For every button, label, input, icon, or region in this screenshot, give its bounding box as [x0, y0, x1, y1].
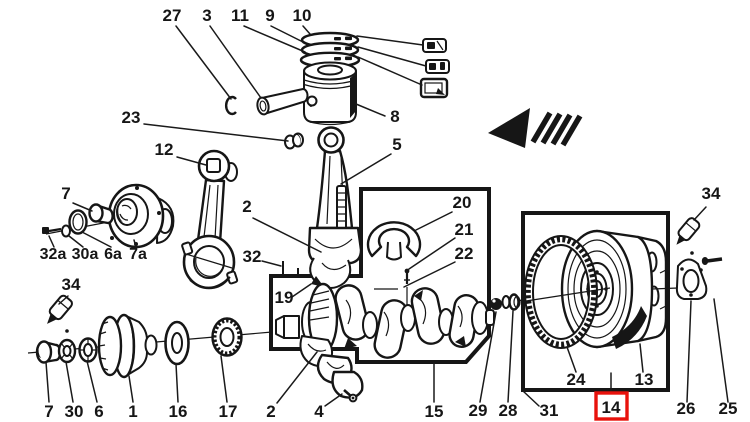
callout-32a: 32a [40, 246, 67, 263]
callout-23: 23 [122, 108, 141, 127]
callout-5: 5 [392, 135, 401, 154]
callout-30: 30 [65, 402, 84, 421]
callout-11: 11 [231, 6, 249, 25]
front-hub-flange [107, 183, 175, 249]
callout-25: 25 [719, 399, 738, 418]
callout-31: 31 [540, 401, 559, 420]
callout-19: 19 [275, 288, 294, 307]
front-seal-parts [42, 203, 114, 238]
callout-32: 32 [243, 247, 262, 266]
callout-4: 4 [314, 402, 324, 421]
rod-bearing-cap [299, 335, 364, 403]
connecting-rod-center [307, 126, 363, 289]
callout-29: 29 [469, 401, 488, 420]
callout-30a: 30a [72, 246, 99, 263]
callout-34-left: 34 [62, 275, 81, 294]
flywheel [560, 229, 668, 349]
leader-lines [45, 25, 729, 407]
oil-sender-right [676, 217, 701, 255]
shim-bracket [282, 261, 299, 276]
piston [303, 61, 357, 126]
callout-15: 15 [425, 402, 444, 421]
callout-20: 20 [453, 193, 472, 212]
oil-sender-left [47, 294, 73, 333]
callout-9: 9 [265, 6, 274, 25]
thrust-washer [366, 221, 422, 261]
callout-10: 10 [293, 6, 312, 25]
callout-3: 3 [202, 6, 211, 25]
ring-gear [524, 235, 679, 349]
callout-17: 17 [219, 402, 238, 421]
callout-7-upper: 7 [61, 184, 70, 203]
callout-13: 13 [635, 370, 654, 389]
pulley-assembly [35, 313, 190, 379]
ring-gap-details [419, 38, 450, 99]
end-plate-bolt [701, 257, 723, 265]
callout-2-upper: 2 [242, 197, 251, 216]
timing-gear [211, 317, 243, 357]
callout-2-bottom: 2 [266, 402, 275, 421]
direction-arrow-icon [488, 108, 583, 148]
pilot-parts [486, 293, 524, 311]
callout-6a: 6a [104, 246, 122, 263]
crankshaft [275, 282, 495, 359]
callout-22: 22 [455, 244, 474, 263]
callout-28: 28 [499, 401, 518, 420]
callout-26: 26 [677, 399, 696, 418]
callout-34-right: 34 [702, 184, 721, 203]
highlight-box-14 [594, 391, 629, 421]
pin-circlip [224, 95, 237, 116]
callout-27: 27 [163, 6, 182, 25]
piston-pin [256, 88, 309, 116]
callout-6: 6 [94, 402, 103, 421]
pin-bushing [284, 132, 304, 150]
callout-14-highlighted: 14 [602, 398, 621, 417]
callout-labels: 27 3 11 9 10 8 23 5 12 7 34 2 20 21 22 3… [40, 6, 738, 421]
callout-16: 16 [169, 402, 188, 421]
callout-8: 8 [390, 107, 399, 126]
callout-7-bottom: 7 [44, 402, 53, 421]
callout-12: 12 [155, 140, 174, 159]
callout-21: 21 [455, 220, 474, 239]
end-plate [675, 258, 708, 300]
callout-1: 1 [128, 402, 137, 421]
callout-24: 24 [567, 370, 586, 389]
callout-7a: 7a [129, 246, 147, 263]
connecting-rod-left [181, 149, 239, 290]
